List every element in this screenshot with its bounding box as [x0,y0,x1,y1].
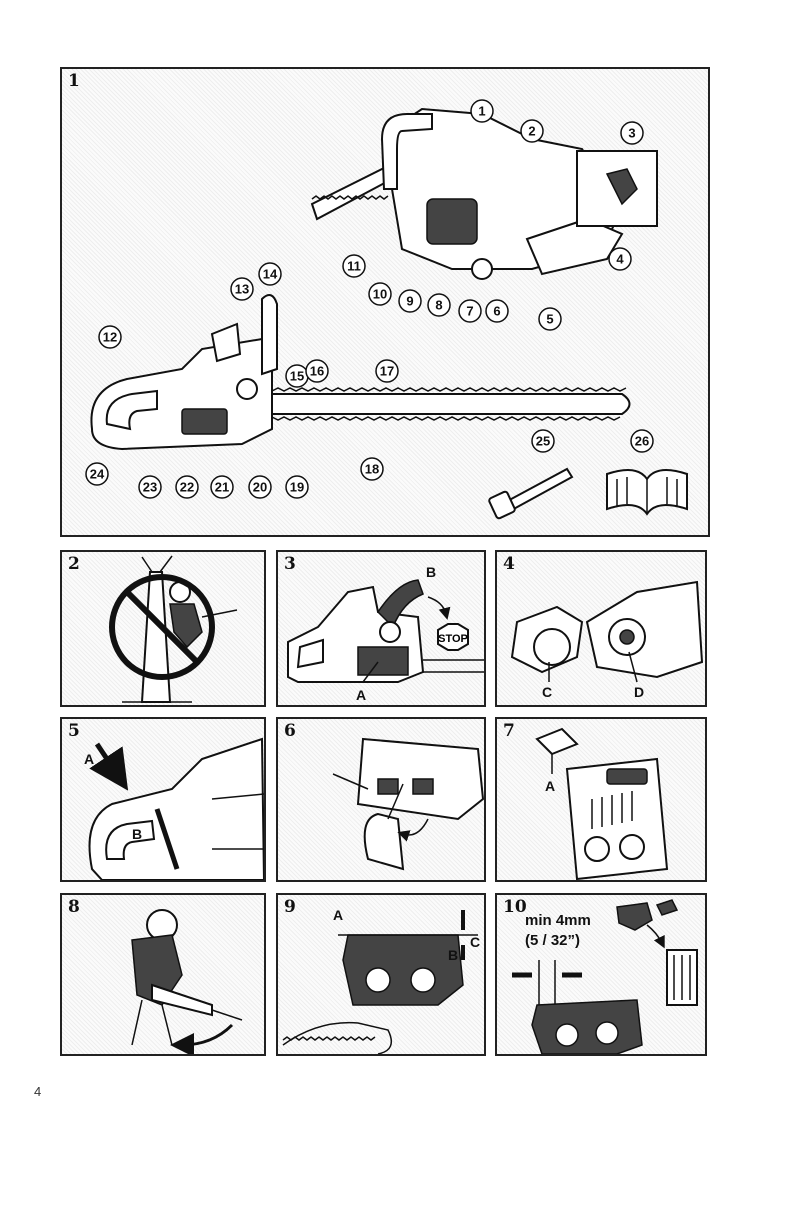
stop-label: STOP [438,633,468,645]
callout-18: 18 [361,458,383,480]
callout-number: 10 [373,287,387,302]
label-a: A [356,687,366,703]
label-b: B [448,947,458,963]
callout-number: 18 [365,462,379,477]
min-depth-imperial-label: (5 / 32”) [525,932,580,949]
callout-number: 21 [215,480,229,495]
label-a: A [84,751,94,767]
callout-8: 8 [428,294,450,316]
figure-6-panel: 6 [276,717,486,882]
no-climbing-tree-illustration [62,552,264,705]
callout-4: 4 [609,248,631,270]
callout-9: 9 [399,290,421,312]
clutch-cover-illustration: C D [497,552,705,705]
callout-17: 17 [376,360,398,382]
callout-5: 5 [539,308,561,330]
callout-number: 25 [536,434,550,449]
callout-11: 11 [343,255,365,277]
callout-number: 8 [435,298,442,313]
figure-3-panel: 3 STOP B A [276,550,486,707]
chainsaw-top-illustration [312,109,657,279]
label-a: A [333,907,343,923]
callout-number: 1 [478,104,485,119]
chain-brake-illustration: STOP B A [278,552,484,705]
callout-number: 9 [406,294,413,309]
label-d: D [634,684,644,700]
callout-number: 26 [635,434,649,449]
callout-number: 15 [290,369,304,384]
callout-12: 12 [99,326,121,348]
callout-25: 25 [532,430,554,452]
callout-number: 13 [235,282,249,297]
label-c: C [542,684,552,700]
callout-number: 20 [253,480,267,495]
callout-20: 20 [249,476,271,498]
callout-3: 3 [621,122,643,144]
min-depth-label: min 4mm [525,912,591,929]
callout-1: 1 [471,100,493,122]
callout-6: 6 [486,300,508,322]
chain-brake-handle-illustration: A B [62,719,264,880]
callout-10: 10 [369,283,391,305]
figure-5-panel: 5 A B [60,717,266,882]
callout-number: 14 [263,267,278,282]
callout-7: 7 [459,300,481,322]
label-b: B [132,826,142,842]
callout-23: 23 [139,476,161,498]
operator-manual-illustration [607,470,687,514]
callout-14: 14 [259,263,281,285]
callout-19: 19 [286,476,308,498]
callout-number: 23 [143,480,157,495]
callout-26: 26 [631,430,653,452]
worn-cutter-discard-illustration: min 4mm (5 / 32”) [497,895,705,1054]
cutter-depth-gauge-illustration: A B C [278,895,484,1054]
air-filter-illustration: A [497,719,705,880]
page-number: 4 [34,1084,41,1099]
label-a: A [545,778,555,794]
callout-number: 22 [180,480,194,495]
callout-number: 4 [616,252,624,267]
callout-21: 21 [211,476,233,498]
figure-7-panel: 7 A [495,717,707,882]
callout-15: 15 [286,365,308,387]
operator-cutting-illustration [62,895,264,1054]
callout-number: 7 [466,304,473,319]
figure-4-panel: 4 C D [495,550,707,707]
label-b: B [426,564,436,580]
callout-number: 17 [380,364,394,379]
callout-number: 6 [493,304,500,319]
callout-22: 22 [176,476,198,498]
figure-8-panel: 8 [60,893,266,1056]
figure-9-panel: 9 A B C [276,893,486,1056]
figure-10-panel: 10 min 4mm (5 / 32”) [495,893,707,1056]
callout-number: 24 [90,467,105,482]
label-c: C [470,934,480,950]
callout-2: 2 [521,120,543,142]
carburetor-adjustment-illustration [278,719,484,880]
figure-1-panel: 1 [60,67,710,537]
callout-number: 12 [103,330,117,345]
callout-number: 3 [628,126,635,141]
callout-13: 13 [231,278,253,300]
figure-2-panel: 2 [60,550,266,707]
callout-number: 11 [347,259,361,274]
callout-24: 24 [86,463,108,485]
callout-number: 5 [546,312,553,327]
callout-number: 16 [310,364,324,379]
callout-16: 16 [306,360,328,382]
callout-number: 19 [290,480,304,495]
combination-wrench-illustration [488,469,572,519]
callout-number: 2 [528,124,535,139]
